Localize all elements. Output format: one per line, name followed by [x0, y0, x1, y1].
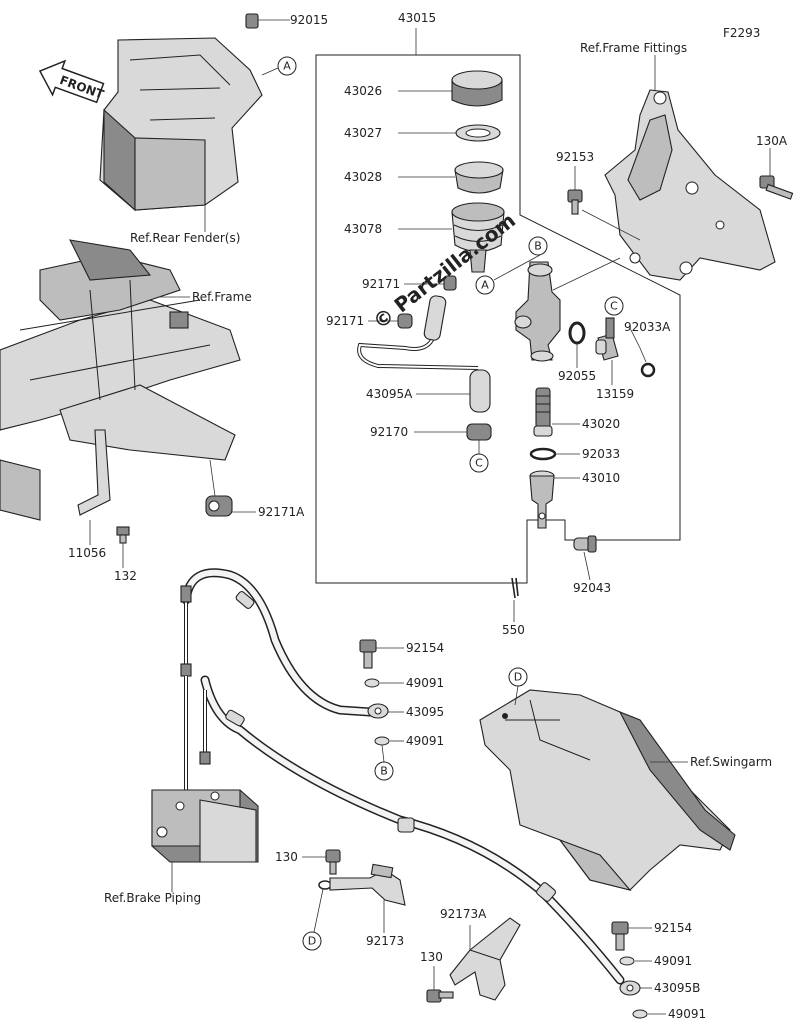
frame-illustration [0, 239, 241, 521]
abs-unit [151, 789, 259, 863]
callout-b-top [528, 236, 548, 256]
callout-a-mid-text: A [481, 279, 489, 292]
master-cylinder-body [514, 261, 561, 362]
label-49091-b: 49091 [406, 734, 444, 748]
reservoir-cap-43026 [451, 70, 503, 107]
label-550: 550 [502, 623, 525, 637]
label-130-lower: 130 [420, 950, 443, 964]
o-ring-92055 [568, 321, 586, 345]
washer-49091-b [374, 736, 390, 746]
clamp-92171a [205, 495, 233, 517]
ref-brake-piping: Ref.Brake Piping [104, 891, 201, 905]
label-92015: 92015 [290, 13, 328, 27]
washer-49091-a [364, 678, 380, 688]
cotter-pin-550 [511, 577, 519, 599]
label-43020: 43020 [582, 417, 620, 431]
label-43095B: 43095B [654, 981, 700, 995]
diaphragm-43028 [454, 161, 504, 194]
banjo-bolt-92154-upper [359, 639, 377, 669]
callout-d-bottom-text: D [308, 935, 316, 948]
label-11056: 11056 [68, 546, 106, 560]
label-92171-upper: 92171 [362, 277, 400, 291]
callout-b-top-text: B [534, 240, 542, 253]
clip-92170 [466, 423, 492, 441]
callout-c-right-text: C [610, 300, 618, 313]
label-43027: 43027 [344, 126, 382, 140]
label-92033: 92033 [582, 447, 620, 461]
rear-fender-illustration [99, 13, 263, 212]
callout-b-bottom-text: B [380, 765, 388, 778]
reservoir-43078 [451, 202, 505, 273]
fitting-13159 [595, 317, 619, 361]
ref-rear-fender: Ref.Rear Fender(s) [130, 231, 240, 245]
pin-92043 [573, 535, 597, 553]
label-92153: 92153 [556, 150, 594, 164]
group-43015-box [315, 54, 681, 584]
callout-a-mid [475, 275, 495, 295]
label-49091-d: 49091 [668, 1007, 706, 1021]
label-13159: 13159 [596, 387, 634, 401]
label-92173A: 92173A [440, 907, 487, 921]
label-43078: 43078 [344, 222, 382, 236]
label-92154-lower: 92154 [654, 921, 692, 935]
diagram-code: F2293 [723, 26, 760, 40]
piston-43020 [533, 387, 553, 437]
bolt-130-lower [426, 989, 454, 1003]
ref-frame: Ref.Frame [192, 290, 252, 304]
label-43015: 43015 [398, 11, 436, 25]
label-92171A: 92171A [258, 505, 305, 519]
circlip-92033 [529, 447, 557, 461]
callout-d-top-text: D [514, 671, 522, 684]
label-130A: 130A [756, 134, 788, 148]
hose-43095a [469, 369, 491, 413]
callout-c-left [469, 453, 489, 473]
circlip-92033a [640, 362, 656, 378]
label-92171-lower: 92171 [326, 314, 364, 328]
bolt-132 [116, 526, 130, 544]
push-rod-43010 [529, 470, 555, 529]
label-92173: 92173 [366, 934, 404, 948]
ref-frame-fittings: Ref.Frame Fittings [580, 41, 687, 55]
clamp-92171-upper [443, 275, 457, 291]
front-arrow: FRONT [38, 59, 107, 104]
label-92033A: 92033A [624, 320, 671, 334]
label-43095: 43095 [406, 705, 444, 719]
label-92043: 92043 [573, 581, 611, 595]
washer-49091-c [619, 956, 635, 966]
callout-b-bottom [374, 761, 394, 781]
washer-49091-d [632, 1009, 648, 1019]
ref-swingarm: Ref.Swingarm [690, 755, 772, 769]
clamp-92173 [329, 863, 406, 906]
callout-a-top-text: A [283, 60, 291, 73]
label-43010: 43010 [582, 471, 620, 485]
bolt-92153 [567, 189, 583, 215]
label-92055: 92055 [558, 369, 596, 383]
callout-c-left-text: C [475, 457, 483, 470]
bolt-130-upper [325, 849, 341, 875]
label-92154-upper: 92154 [406, 641, 444, 655]
frame-fittings-bracket [604, 89, 776, 281]
label-49091-a: 49091 [406, 676, 444, 690]
callout-a-top [277, 56, 297, 76]
label-132: 132 [114, 569, 137, 583]
callout-d-bottom [302, 931, 322, 951]
label-130-upper: 130 [275, 850, 298, 864]
label-49091-c: 49091 [654, 954, 692, 968]
label-43026: 43026 [344, 84, 382, 98]
banjo-bolt-92154-lower [611, 921, 629, 951]
label-43028: 43028 [344, 170, 382, 184]
label-43095A: 43095A [366, 387, 413, 401]
label-92170: 92170 [370, 425, 408, 439]
bolt-130a [759, 175, 794, 200]
swingarm-illustration [479, 689, 736, 891]
callout-c-right [604, 296, 624, 316]
bracket-92173a [449, 917, 521, 1001]
callout-d-top [508, 667, 528, 687]
